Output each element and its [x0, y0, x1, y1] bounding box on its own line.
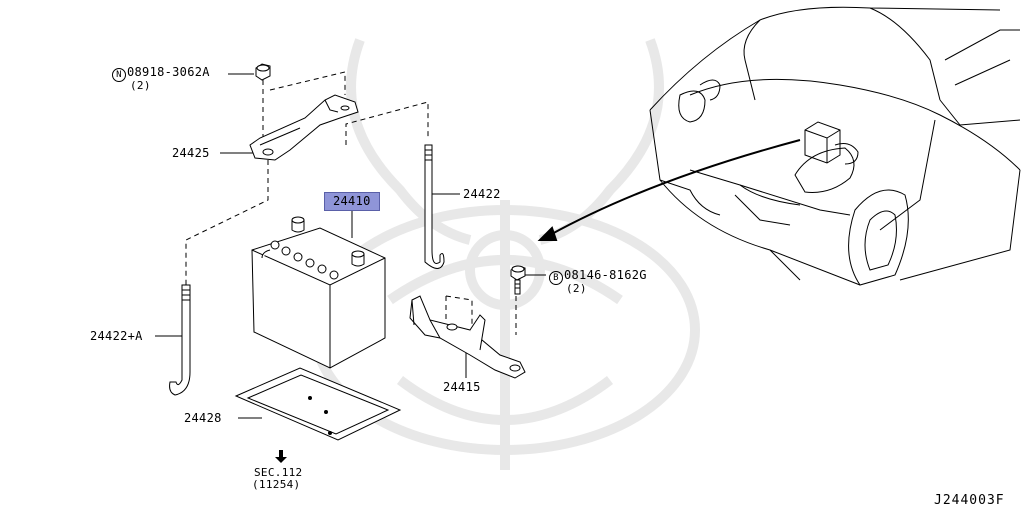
battery-part [251, 216, 386, 369]
bolt-part-number: 08146-8162G [564, 268, 647, 282]
diagram-id: J244003F [934, 493, 1005, 508]
bracket-bottom-part [409, 295, 526, 379]
tray-label: 24428 [184, 411, 222, 425]
rod-right-part [424, 144, 445, 269]
bolt-qty-label: (2) [566, 282, 587, 295]
car-outline [649, 6, 1021, 286]
nut-part-number: 08918-3062A [127, 65, 210, 79]
n-symbol-icon: N [112, 68, 126, 82]
nut-qty-label: (2) [130, 79, 151, 92]
tray-part [234, 367, 402, 441]
rod-left-label: 24422+A [90, 329, 143, 343]
dashed-guides [185, 71, 517, 335]
bolt-part [510, 265, 526, 295]
leader-lines [155, 73, 546, 419]
bracket-top-label: 24425 [172, 146, 210, 160]
nut-part [255, 63, 271, 81]
section-arrow-icon [275, 450, 287, 463]
rod-left-part [169, 284, 191, 396]
b-symbol-icon: B [549, 271, 563, 285]
location-arrow [537, 139, 801, 241]
section-ref-line1: SEC.112 [254, 466, 303, 479]
bracket-bottom-label: 24415 [443, 380, 481, 394]
rod-right-label: 24422 [463, 187, 501, 201]
bracket-top-part [249, 94, 359, 161]
battery-label: 24410 [324, 192, 380, 211]
section-ref-line2: (11254) [252, 478, 301, 491]
